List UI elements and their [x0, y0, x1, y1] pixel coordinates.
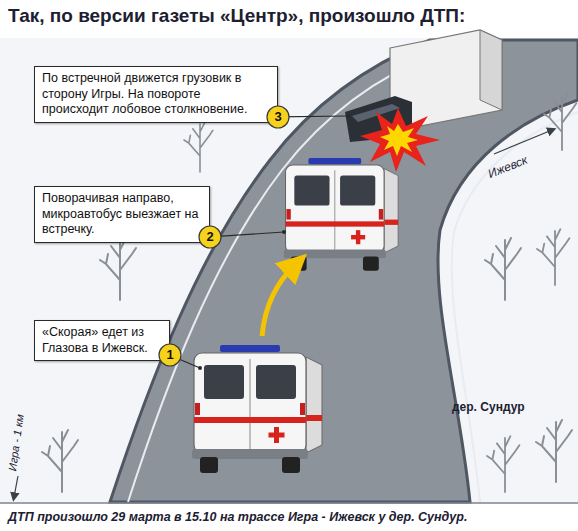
callout-box: По встречной движется грузовик в сторону… — [34, 66, 278, 123]
title-text: Так, по версии газеты «Центр», произошло… — [8, 5, 465, 27]
leader-dot — [346, 114, 350, 118]
callout-number: 1 — [158, 343, 182, 367]
callout-box: Поворачивая направо, микроавтобус выезжа… — [34, 186, 210, 243]
callout-text: По встречной движется грузовик в сторону… — [42, 71, 270, 118]
callout-number-text: 2 — [198, 225, 222, 249]
callout-text: Поворачивая направо, микроавтобус выезжа… — [42, 191, 202, 238]
callout-number: 2 — [198, 225, 222, 249]
callout-text: «Скорая» едет из Глазова в Ижевск. — [42, 325, 162, 356]
callout-number-text: 3 — [266, 105, 290, 129]
callout-number-text: 1 — [158, 343, 182, 367]
callout-box: «Скорая» едет из Глазова в Ижевск. — [34, 320, 170, 361]
place-label: дер. Сундур — [452, 400, 525, 414]
leader-dot — [198, 366, 202, 370]
callout-number: 3 — [266, 105, 290, 129]
leader-dot — [282, 230, 286, 234]
caption-text: ДТП произошло 29 марта в 15.10 на трассе… — [8, 510, 467, 524]
